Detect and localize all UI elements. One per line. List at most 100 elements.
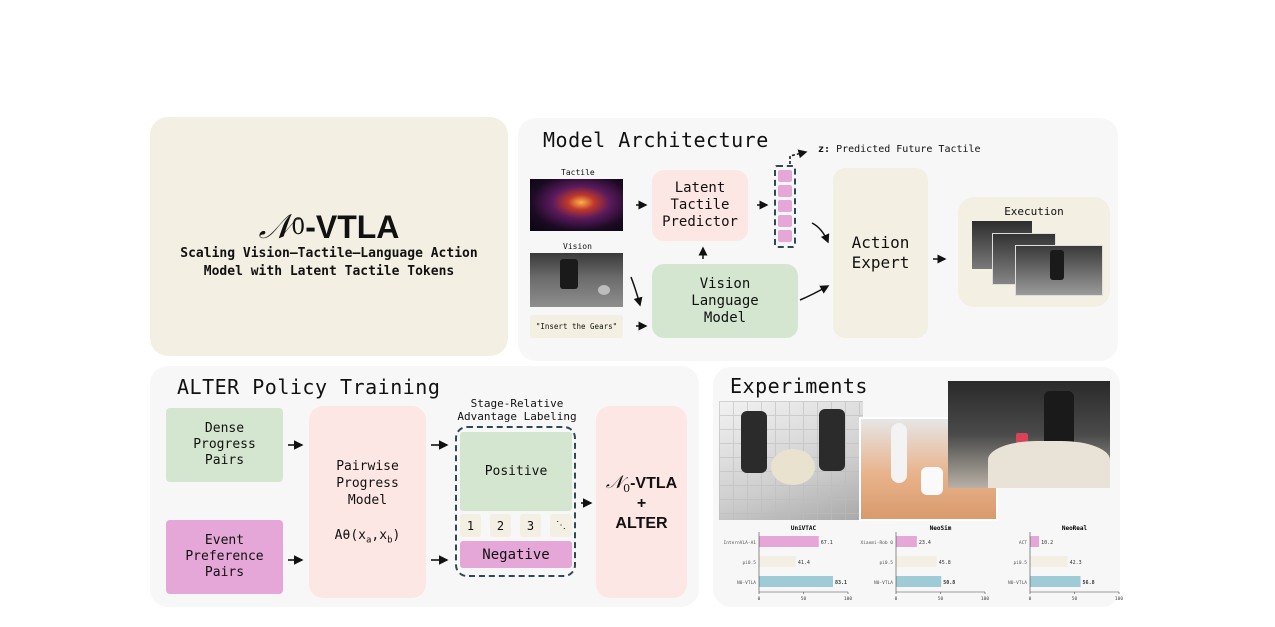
result-model-name: 𝒩0-VTLA bbox=[596, 472, 687, 495]
pairwise-formula: Aθ(xa,xb) bbox=[309, 528, 426, 546]
chart-tick-label: 100 bbox=[1115, 596, 1123, 602]
model-subscript: 0 bbox=[291, 214, 306, 240]
architecture-title: Model Architecture bbox=[543, 128, 769, 152]
stage-2: 2 bbox=[490, 514, 511, 537]
chart-bar bbox=[759, 576, 833, 587]
formula-b: b bbox=[387, 535, 393, 546]
ltp-line-1: Latent bbox=[674, 180, 726, 196]
ltp-line-3: Predictor bbox=[662, 214, 738, 230]
result-plus: + bbox=[636, 495, 647, 512]
execution-gripper bbox=[1050, 250, 1064, 280]
result-symbol: 𝒩 bbox=[605, 472, 624, 493]
vlm-line-3: Model bbox=[703, 309, 747, 326]
dense-line-3: Pairs bbox=[204, 453, 245, 468]
latent-token-stack bbox=[774, 165, 796, 248]
latent-token bbox=[778, 200, 792, 212]
chart-title: UniVTAC bbox=[791, 525, 817, 532]
chart-tick-label: 50 bbox=[1072, 596, 1078, 602]
chart-bar bbox=[1030, 576, 1081, 587]
chart-tick-label: 0 bbox=[1029, 596, 1032, 602]
chart-value-label: 23.4 bbox=[919, 540, 931, 546]
chart-category-label: pi0.5 bbox=[879, 560, 893, 566]
experiment-photo-sim bbox=[719, 401, 863, 520]
vision-label: Vision bbox=[563, 242, 592, 251]
stage-relative-title: Stage-Relative Advantage Labeling bbox=[448, 397, 586, 423]
gripper-shape bbox=[560, 259, 578, 289]
subtitle-line-2: Model with Latent Tactile Tokens bbox=[203, 264, 455, 279]
chart-category-label: ACT bbox=[1019, 540, 1027, 546]
chart-bar bbox=[896, 576, 942, 587]
chart-bar bbox=[1030, 556, 1068, 567]
subtitle: Scaling Vision–Tactile–Language Action M… bbox=[150, 245, 508, 281]
execution-label: Execution bbox=[1004, 205, 1064, 218]
negative-label: Negative bbox=[460, 541, 572, 568]
event-preference-pairs: Event Preference Pairs bbox=[166, 520, 283, 594]
chart-value-label: 41.4 bbox=[798, 560, 810, 566]
chart-category-label: pi0.5 bbox=[1013, 560, 1027, 566]
advantage-labeling-box: Positive 1 2 3 ⋱ Negative bbox=[455, 426, 576, 577]
chart-bar bbox=[896, 556, 937, 567]
chart-category-label: Xiaomi-Rob 0 bbox=[860, 540, 893, 546]
event-line-3: Pairs bbox=[204, 565, 245, 580]
pairwise-label: Pairwise Progress Model bbox=[309, 458, 426, 509]
formula-mid: ,x bbox=[371, 528, 388, 543]
pairwise-progress-model: Pairwise Progress Model Aθ(xa,xb) bbox=[309, 406, 426, 598]
chart-tick-label: 100 bbox=[844, 596, 852, 602]
red-object bbox=[1016, 433, 1028, 443]
latent-token bbox=[778, 230, 792, 242]
chart-category-label: pi0.5 bbox=[742, 560, 756, 566]
vlm-line-2: Language bbox=[691, 292, 759, 309]
cloth-shape bbox=[988, 441, 1110, 488]
chart-tick-label: 0 bbox=[758, 596, 761, 602]
vision-image bbox=[530, 253, 623, 307]
chart-bar bbox=[1030, 536, 1040, 547]
chart-value-label: 83.1 bbox=[835, 580, 847, 586]
z-caption: z: Predicted Future Tactile bbox=[818, 144, 981, 155]
chart-bar bbox=[759, 556, 796, 567]
bowl-shape bbox=[771, 449, 815, 485]
action-expert-line-1: Action bbox=[851, 233, 910, 252]
chart-value-label: 42.3 bbox=[1070, 560, 1082, 566]
chart-bar bbox=[896, 536, 917, 547]
chart-title: NeoReal bbox=[1062, 525, 1088, 532]
chart-tick-label: 0 bbox=[895, 596, 898, 602]
result-alter: ALTER bbox=[615, 515, 668, 532]
stage-3: 3 bbox=[520, 514, 541, 537]
execution-panel: Execution bbox=[958, 197, 1110, 307]
stage-1: 1 bbox=[460, 514, 481, 537]
ltp-line-2: Tactile bbox=[670, 197, 730, 213]
result-suffix: -VTLA bbox=[630, 475, 678, 492]
execution-frame-3 bbox=[1015, 245, 1103, 296]
stage-more: ⋱ bbox=[550, 514, 572, 537]
result-subscript: 0 bbox=[623, 482, 631, 496]
chart-value-label: 50.8 bbox=[943, 580, 955, 586]
chart-tick-label: 50 bbox=[801, 596, 807, 602]
latent-token bbox=[778, 215, 792, 227]
latent-token bbox=[778, 185, 792, 197]
experiments-title: Experiments bbox=[730, 374, 868, 398]
z-label: Predicted Future Tactile bbox=[836, 144, 981, 155]
vlm-line-1: Vision bbox=[699, 275, 751, 292]
pairwise-line-1: Pairwise bbox=[336, 459, 399, 474]
action-expert: Action Expert bbox=[833, 168, 928, 338]
robot-arm-left bbox=[741, 411, 767, 473]
formula-start: Aθ(x bbox=[334, 528, 366, 543]
pairwise-line-2: Progress bbox=[336, 476, 399, 491]
pairwise-line-3: Model bbox=[347, 493, 388, 508]
z-prefix: z: bbox=[818, 144, 831, 155]
subtitle-line-1: Scaling Vision–Tactile–Language Action bbox=[180, 246, 478, 261]
positive-label: Positive bbox=[460, 432, 572, 511]
alter-title: ALTER Policy Training bbox=[177, 375, 441, 399]
event-line-2: Preference bbox=[185, 549, 264, 564]
chart-category-label: InternVLA-A1 bbox=[723, 540, 756, 546]
vision-language-model: Vision Language Model bbox=[652, 264, 798, 338]
chart-tick-label: 100 bbox=[981, 596, 989, 602]
white-object bbox=[921, 467, 943, 495]
stage-title-line-1: Stage-Relative bbox=[470, 397, 564, 410]
chart-category-label: N0-VTLA bbox=[874, 580, 893, 586]
tactile-label: Tactile bbox=[561, 168, 595, 177]
